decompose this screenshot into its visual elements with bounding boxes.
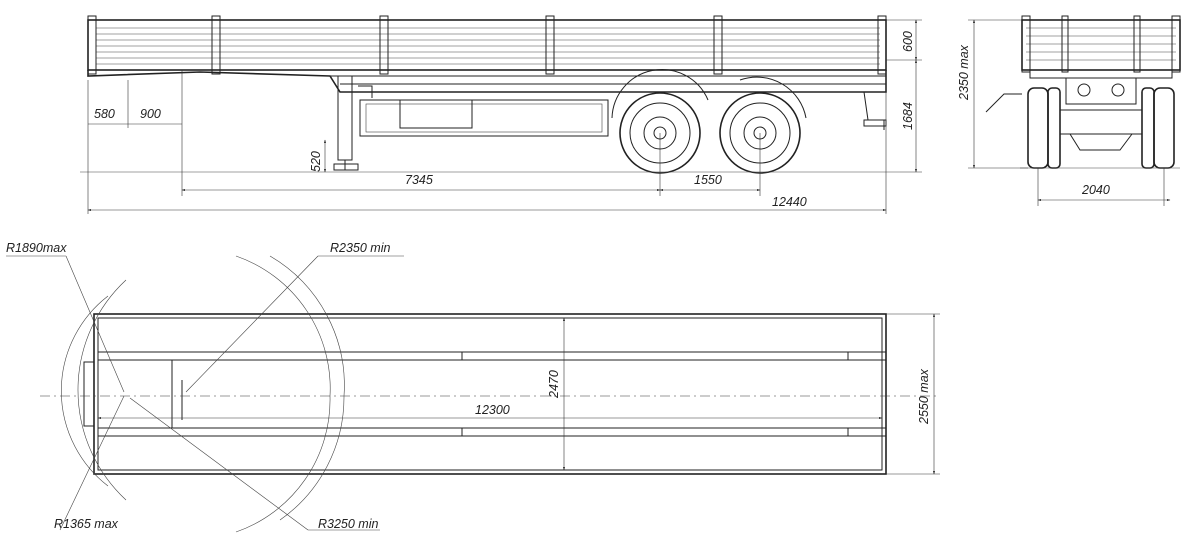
dim-2040: 2040 (1081, 183, 1110, 197)
rear-view: 2350 max 2040 (957, 15, 1181, 206)
dim-2470: 2470 (547, 370, 561, 399)
r2350min: R2350 min (330, 241, 390, 255)
dim-12440: 12440 (772, 195, 807, 209)
dim-2350max: 2350 max (957, 44, 971, 101)
r3250min: R3250 min (318, 517, 378, 531)
dim-12300: 12300 (475, 403, 510, 417)
dim-900: 900 (140, 107, 161, 121)
dim-520: 520 (309, 151, 323, 172)
r1365max: R1365 max (54, 517, 119, 531)
dim-1550: 1550 (694, 173, 722, 187)
dim-580: 580 (94, 107, 115, 121)
r1890max: R1890max (6, 241, 67, 255)
top-view: R1890max R2350 min R1365 max R3250 min 1… (6, 241, 940, 533)
side-view: 580 900 520 7345 1550 12440 600 1684 (80, 15, 922, 214)
dim-600: 600 (901, 31, 915, 52)
dim-1684: 1684 (901, 102, 915, 130)
dim-7345: 7345 (405, 173, 433, 187)
dim-2550max: 2550 max (917, 368, 931, 425)
